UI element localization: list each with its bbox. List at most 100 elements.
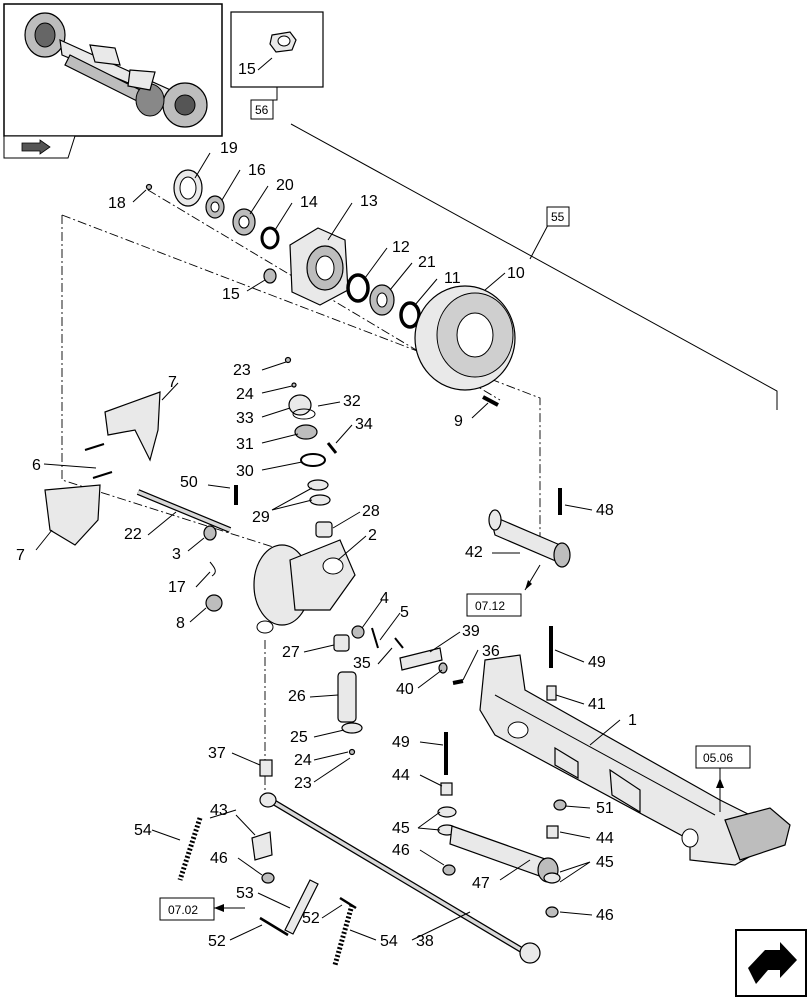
part-36-bolt[interactable] — [452, 679, 464, 685]
ref-box-05-06[interactable]: 05.06 — [695, 745, 751, 769]
part-14-ring[interactable] — [260, 226, 280, 250]
callout-45-right: 45 — [596, 854, 614, 871]
part-46-nut-center[interactable] — [261, 872, 275, 884]
ref-box-56[interactable]: 56 — [250, 99, 274, 120]
part-35-clip[interactable] — [394, 637, 404, 649]
part-37-bushing[interactable] — [259, 759, 273, 777]
part-32-seal[interactable] — [292, 408, 316, 420]
callout-23-top: 23 — [233, 362, 251, 379]
callout-45-left: 45 — [392, 820, 410, 837]
part-7-shoe-bottom[interactable] — [44, 484, 101, 546]
part-5-pin[interactable] — [371, 627, 379, 649]
part-54-spring-right[interactable] — [332, 904, 355, 966]
callout-1: 1 — [628, 712, 637, 729]
callout-54-left: 54 — [134, 822, 152, 839]
part-4-nut[interactable] — [351, 625, 365, 639]
part-9-bolt[interactable] — [482, 395, 499, 407]
part-41-bushing[interactable] — [546, 685, 557, 701]
callout-8: 8 — [176, 615, 185, 632]
part-29-washer-b[interactable] — [309, 494, 331, 506]
part-24-grease-nipple-bottom[interactable] — [348, 748, 356, 756]
ref-box-55[interactable]: 55 — [546, 206, 570, 227]
part-33-cap[interactable] — [288, 394, 312, 416]
callout-34: 34 — [355, 416, 373, 433]
ref-box-07-02[interactable]: 07.02 — [159, 897, 215, 921]
part-25-washer[interactable] — [341, 722, 363, 734]
part-21-bearing[interactable] — [369, 284, 395, 316]
part-6-spring[interactable] — [84, 443, 113, 479]
part-2-steering-knuckle[interactable] — [253, 539, 356, 634]
part-18-screw[interactable] — [145, 183, 153, 191]
part-23-grease-nipple-top[interactable] — [284, 356, 292, 364]
part-34-screw[interactable] — [326, 442, 338, 454]
callout-50: 50 — [180, 474, 198, 491]
detail-box: 15 — [230, 11, 324, 101]
ref-box-07-12[interactable]: 07.12 — [466, 593, 522, 617]
part-8-pin[interactable] — [205, 594, 223, 612]
part-28-bushing[interactable] — [315, 521, 333, 538]
part-16-bearing[interactable] — [205, 195, 225, 219]
part-3-bushing[interactable] — [203, 525, 217, 541]
callout-46-right: 46 — [596, 907, 614, 924]
part-46-nut-left[interactable] — [442, 864, 456, 876]
part-27-bushing[interactable] — [333, 634, 350, 652]
callout-15: 15 — [222, 286, 240, 303]
callout-13: 13 — [360, 193, 378, 210]
part-53-link[interactable] — [284, 879, 319, 935]
part-17-clip[interactable] — [209, 561, 216, 577]
callout-46-center: 46 — [210, 850, 228, 867]
part-43-bracket[interactable] — [251, 831, 273, 861]
part-51-nut[interactable] — [553, 799, 567, 811]
callout-19: 19 — [220, 140, 238, 157]
part-11-seal[interactable] — [399, 301, 421, 329]
callout-18: 18 — [108, 195, 126, 212]
part-15-nut[interactable] — [263, 268, 277, 284]
part-38-tie-rod[interactable] — [259, 792, 541, 964]
callout-47: 47 — [472, 875, 490, 892]
callout-46-left: 46 — [392, 842, 410, 859]
part-26-king-pin[interactable] — [337, 671, 357, 723]
part-10-brake-drum[interactable] — [414, 285, 516, 391]
callout-52-left: 52 — [208, 933, 226, 950]
callout-40: 40 — [396, 681, 414, 698]
back-arrow-icon[interactable] — [3, 135, 76, 159]
part-44-bushing-left[interactable] — [440, 782, 453, 796]
part-30-ring[interactable] — [300, 453, 326, 467]
part-12-ring[interactable] — [346, 273, 370, 303]
callout-37: 37 — [208, 745, 226, 762]
part-24-seal-top[interactable] — [291, 382, 297, 388]
callout-49-upper: 49 — [588, 654, 606, 671]
part-29-washer-a[interactable] — [307, 479, 329, 491]
part-45-washer-right[interactable] — [543, 872, 561, 884]
part-39-plate[interactable] — [399, 647, 443, 671]
leader-lines — [35, 152, 621, 941]
part-54-spring-left[interactable] — [177, 817, 203, 881]
part-47-damper[interactable] — [449, 825, 559, 883]
part-46-nut-right[interactable] — [545, 906, 559, 918]
part-13-hub[interactable] — [289, 227, 349, 306]
part-1-axle-beam[interactable] — [479, 654, 791, 866]
callout-54-right: 54 — [380, 933, 398, 950]
part-31-nut[interactable] — [294, 424, 318, 440]
part-7-shoe-top[interactable] — [104, 391, 161, 462]
callout-7-bottom: 7 — [16, 547, 25, 564]
thumbnail-panel[interactable] — [3, 3, 223, 137]
callout-12: 12 — [392, 239, 410, 256]
callout-6: 6 — [32, 457, 41, 474]
part-44-bushing-right[interactable] — [546, 825, 559, 839]
assembly-line-top — [61, 214, 541, 545]
part-20-bearing[interactable] — [232, 208, 256, 236]
part-52-pin-a[interactable] — [259, 916, 289, 937]
part-42-cylinder[interactable] — [488, 509, 571, 568]
callout-44-left: 44 — [392, 767, 410, 784]
nut-detail-15 — [269, 31, 297, 53]
next-page-icon[interactable] — [735, 929, 807, 997]
callout-27: 27 — [282, 644, 300, 661]
callout-32: 32 — [343, 393, 361, 410]
part-22-shaft[interactable] — [136, 489, 232, 533]
part-52-pin-b[interactable] — [339, 896, 357, 910]
callout-9: 9 — [454, 413, 463, 430]
callout-5: 5 — [400, 604, 409, 621]
part-19-cap[interactable] — [173, 169, 203, 207]
callout-4: 4 — [380, 590, 389, 607]
